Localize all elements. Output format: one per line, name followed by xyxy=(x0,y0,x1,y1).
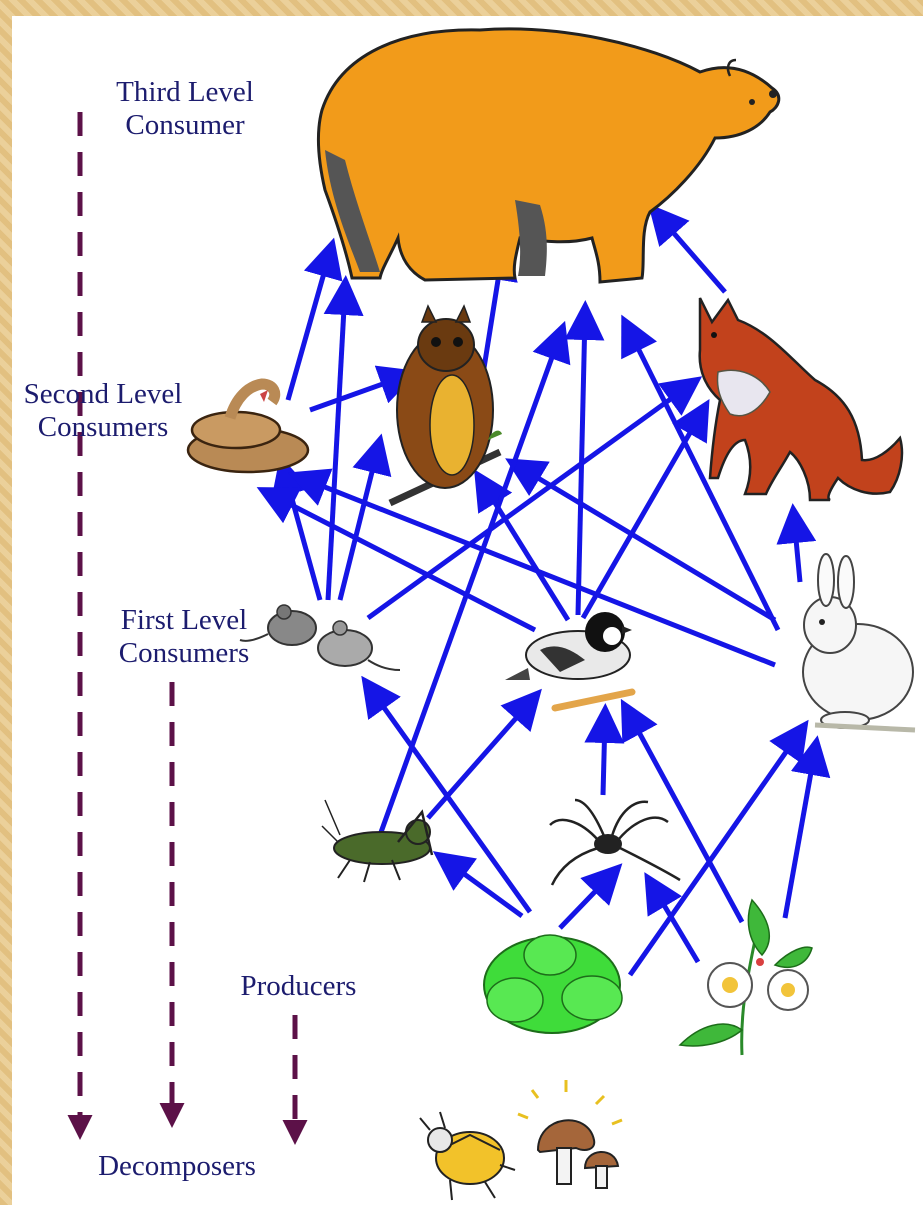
flowers-icon xyxy=(680,900,812,1055)
arrow-flowers-to-spider xyxy=(652,885,698,962)
beetle-icon xyxy=(420,1112,515,1200)
plant-icon xyxy=(484,935,622,1033)
arrow-mouse-to-snake xyxy=(284,470,320,600)
third-level-consumer-label: Third Level Consumer xyxy=(100,76,270,142)
arrow-fox-to-bear xyxy=(658,215,725,292)
arrow-mouse-to-owl xyxy=(340,448,378,600)
arrow-grasshopper-to-bird xyxy=(428,700,532,818)
second-level-consumers-label: Second Level Consumers xyxy=(8,378,198,444)
spider-icon xyxy=(550,800,680,885)
first-level-consumers-label: First Level Consumers xyxy=(104,604,264,670)
arrow-spider-to-bird xyxy=(603,718,605,795)
rabbit-icon xyxy=(803,554,915,730)
bear-icon xyxy=(318,29,778,282)
owl-icon xyxy=(390,306,502,503)
decomposers-label: Decomposers xyxy=(82,1150,272,1183)
arrow-plant-to-spider xyxy=(560,874,612,928)
mushroom-icon xyxy=(518,1080,622,1188)
grasshopper-icon xyxy=(322,800,432,882)
arrow-flowers-to-rabbit xyxy=(785,750,815,918)
fox-icon xyxy=(700,298,902,500)
arrow-plant-to-rabbit xyxy=(630,732,800,975)
arrow-flowers-to-bird xyxy=(628,712,742,922)
producers-label: Producers xyxy=(226,970,371,1003)
arrow-mouse-to-bear xyxy=(328,290,345,600)
arrow-rabbit-to-fox xyxy=(794,518,800,582)
arrow-snake-to-bear xyxy=(288,252,330,400)
arrow-rabbit-to-snake xyxy=(302,478,775,665)
arrow-snake-to-owl xyxy=(310,376,405,410)
